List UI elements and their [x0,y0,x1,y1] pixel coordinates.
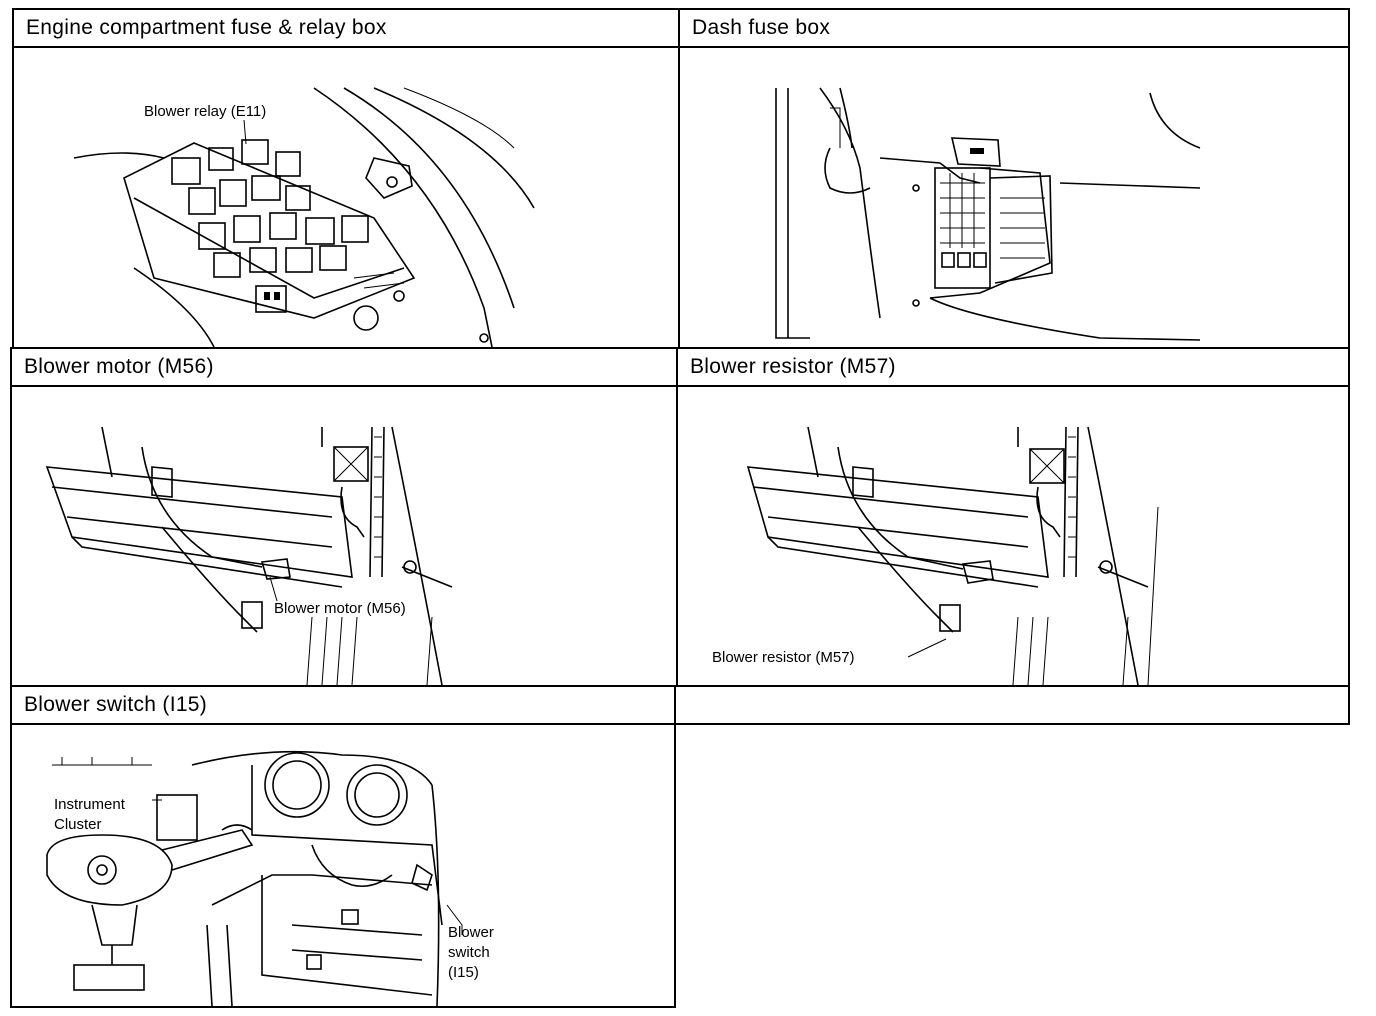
panel-title: Engine compartment fuse & relay box [26,16,387,39]
callout-blower: Blower [448,924,494,941]
panel-header: Blower motor (M56) [12,349,676,387]
panel-header: Blower switch (I15) [12,687,674,725]
callout-switch: switch [448,944,490,961]
fuse-relay-box-illustration: Blower relay (E11) [14,48,678,347]
panel-engine-compartment-fuse-relay-box: Engine compartment fuse & relay box [12,8,680,349]
panel-empty [674,685,1350,725]
panel-blower-motor: Blower motor (M56) [10,347,678,687]
panel-header: Blower resistor (M57) [678,349,1348,387]
blower-motor-illustration: Blower motor (M56) [12,387,676,685]
callout-blower-resistor: Blower resistor (M57) [712,649,855,666]
panel-blower-resistor: Blower resistor (M57) [676,347,1350,687]
panel-dash-fuse-box: Dash fuse box [678,8,1350,349]
panel-header: Dash fuse box [680,10,1348,48]
panel-header: Engine compartment fuse & relay box [14,10,678,48]
callout-switch-code: (I15) [448,964,479,981]
panel-title: Blower resistor (M57) [690,355,896,378]
blower-switch-illustration: Instrument Cluster Blower switch (I15) [12,725,674,1006]
callout-blower-relay: Blower relay (E11) [144,103,266,120]
blower-resistor-illustration: Blower resistor (M57) [678,387,1348,685]
panel-title: Blower switch (I15) [24,693,208,716]
callout-blower-motor: Blower motor (M56) [274,600,406,617]
callout-instrument: Instrument [54,796,126,813]
dash-fuse-box-illustration [680,48,1348,347]
panel-blower-switch: Blower switch (I15) [10,685,676,1008]
panel-title: Blower motor (M56) [24,355,214,378]
panel-title: Dash fuse box [692,16,831,39]
callout-cluster: Cluster [54,816,102,833]
